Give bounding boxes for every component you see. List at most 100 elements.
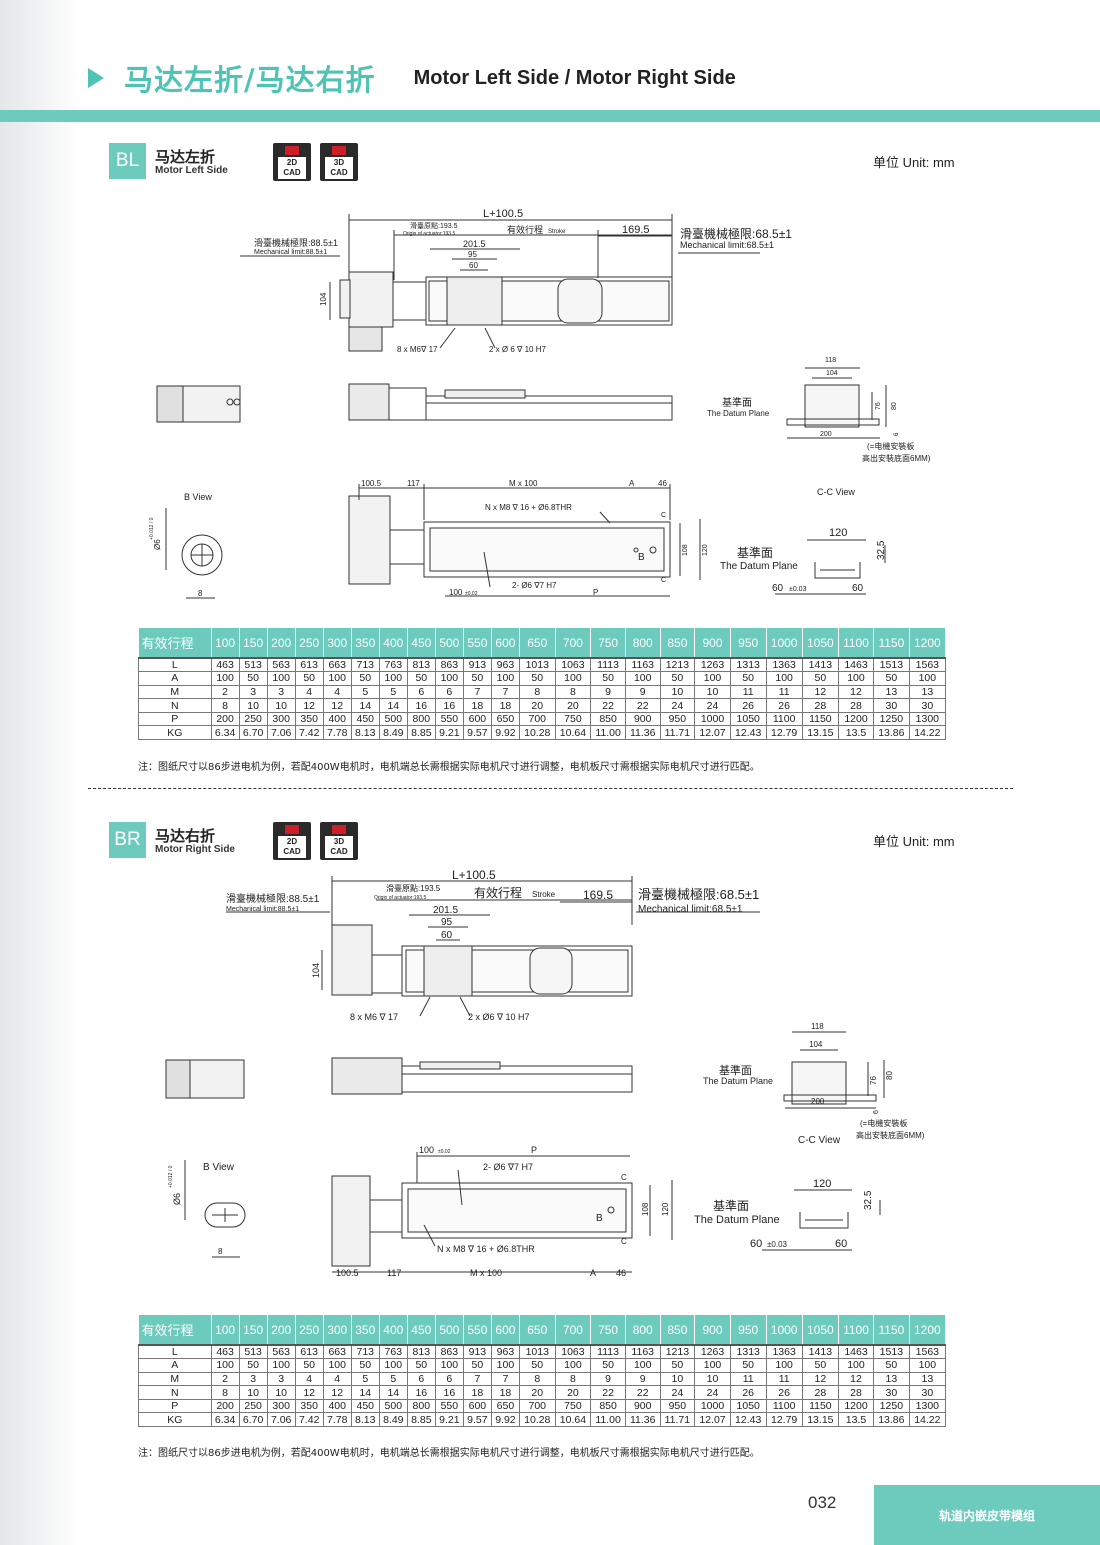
stroke-header-cell: 650 bbox=[519, 1315, 556, 1345]
table-cell: 1250 bbox=[873, 1398, 910, 1414]
svg-text:滑臺機械極限:88.5±1: 滑臺機械極限:88.5±1 bbox=[226, 892, 320, 905]
table-cell: 10 bbox=[659, 1371, 696, 1387]
svg-text:95: 95 bbox=[441, 917, 453, 928]
svg-text:Mechanical limit:68.5±1: Mechanical limit:68.5±1 bbox=[680, 240, 774, 250]
table-cell: 50 bbox=[801, 1358, 839, 1373]
table-cell: 6 bbox=[434, 1371, 464, 1387]
table-cell: 50 bbox=[590, 1358, 626, 1373]
stroke-header-cell: 600 bbox=[491, 628, 520, 658]
table-cell: 913 bbox=[462, 1344, 492, 1360]
svg-text:8 x M6 ∇ 17: 8 x M6 ∇ 17 bbox=[350, 1012, 398, 1022]
svg-text:基準面: 基準面 bbox=[737, 545, 773, 560]
stroke-header-cell: 700 bbox=[555, 1315, 592, 1345]
svg-text:C: C bbox=[661, 577, 666, 584]
svg-text:60: 60 bbox=[772, 583, 784, 594]
table-cell: 713 bbox=[350, 1344, 380, 1360]
table-cell: 8.49 bbox=[378, 1412, 408, 1428]
table-cell: 6 bbox=[406, 1371, 436, 1387]
svg-text:169.5: 169.5 bbox=[583, 888, 613, 902]
svg-text:滑臺機械極限:68.5±1: 滑臺機械極限:68.5±1 bbox=[638, 887, 759, 902]
table-cell: 3 bbox=[238, 1371, 268, 1387]
row-label: L bbox=[138, 1344, 212, 1360]
drawing-motor-left-side: L+100.5 滑臺原點:193.5 Origin of actuator:19… bbox=[149, 208, 931, 599]
table-cell: 300 bbox=[266, 1398, 296, 1414]
svg-text:117: 117 bbox=[387, 1268, 401, 1278]
note-bl: 注：图纸尺寸以86步进电机为例，若配400W电机时，电机端总长需根据实际电机尺寸… bbox=[138, 762, 760, 773]
table-cell: 11.36 bbox=[624, 1412, 661, 1428]
svg-text:100.5: 100.5 bbox=[336, 1268, 359, 1278]
stroke-header-cell: 750 bbox=[590, 1315, 626, 1345]
table-cell: 6.34 bbox=[210, 1412, 240, 1428]
svg-text:200: 200 bbox=[820, 431, 832, 438]
floppy-disk-icon bbox=[285, 825, 299, 834]
table-cell: 22 bbox=[624, 1385, 661, 1400]
stroke-header-cell: 350 bbox=[351, 628, 380, 658]
svg-text:76: 76 bbox=[875, 402, 882, 410]
stroke-header-cell: 1200 bbox=[909, 628, 947, 658]
table-cell: 12.79 bbox=[765, 1412, 803, 1428]
svg-text:The Datum Plane: The Datum Plane bbox=[707, 409, 770, 418]
table-cell: 50 bbox=[462, 1358, 492, 1373]
svg-text:201.5: 201.5 bbox=[463, 239, 486, 249]
table-cell: 13.86 bbox=[873, 1412, 910, 1428]
table-cell: 6.70 bbox=[238, 1412, 268, 1428]
table-cell: 12.07 bbox=[694, 1412, 731, 1428]
svg-text:基準面: 基準面 bbox=[713, 1198, 749, 1213]
svg-text:滑臺機械極限:68.5±1: 滑臺機械極限:68.5±1 bbox=[680, 226, 792, 241]
header-arrow-icon bbox=[88, 68, 104, 88]
stroke-header-cell: 100 bbox=[211, 628, 240, 658]
stroke-header-cell: 1050 bbox=[802, 628, 839, 658]
table-cell: 10 bbox=[238, 1385, 268, 1400]
table-cell: 463 bbox=[210, 1344, 240, 1360]
table-cell: 400 bbox=[322, 1398, 352, 1414]
floppy-disk-icon bbox=[332, 825, 346, 834]
svg-text:The Datum Plane: The Datum Plane bbox=[720, 561, 798, 572]
section-title-en-bl: Motor Left Side bbox=[155, 165, 228, 176]
svg-text:±0.02: ±0.02 bbox=[438, 1149, 451, 1155]
table-cell: 763 bbox=[378, 1344, 408, 1360]
svg-text:118: 118 bbox=[825, 357, 836, 364]
table-cell: 50 bbox=[294, 1358, 324, 1373]
stroke-header-cell: 800 bbox=[625, 628, 661, 658]
table-cell: 12 bbox=[294, 1385, 324, 1400]
table-cell: 8.13 bbox=[350, 1412, 380, 1428]
table-cell: 14 bbox=[378, 1385, 408, 1400]
svg-text:L+100.5: L+100.5 bbox=[452, 868, 496, 882]
table-cell: 100 bbox=[624, 1358, 661, 1373]
table-cell: 16 bbox=[434, 1385, 464, 1400]
table-cell: 8 bbox=[210, 1385, 240, 1400]
table-cell: 100 bbox=[908, 1358, 947, 1373]
table-cell: 26 bbox=[765, 1385, 803, 1400]
svg-text:Ø6: Ø6 bbox=[172, 1193, 182, 1205]
table-cell: 4 bbox=[322, 1371, 352, 1387]
svg-text:(=电機安裝板: (=电機安裝板 bbox=[860, 1118, 907, 1128]
table-cell: 700 bbox=[518, 1398, 556, 1414]
svg-text:60: 60 bbox=[852, 583, 864, 594]
stroke-header-cell: 900 bbox=[694, 628, 731, 658]
stroke-header-cell: 300 bbox=[323, 1315, 352, 1345]
unit-label-bl: 单位 Unit: mm bbox=[873, 155, 955, 170]
stroke-header-cell: 250 bbox=[295, 1315, 324, 1345]
table-cell: 10.64 bbox=[554, 725, 592, 741]
table-cell: 850 bbox=[590, 1398, 626, 1414]
stroke-header-cell: 450 bbox=[407, 1315, 436, 1345]
svg-text:L+100.5: L+100.5 bbox=[483, 208, 523, 220]
table-cell: 863 bbox=[434, 1344, 464, 1360]
table-cell: 9 bbox=[590, 1371, 626, 1387]
svg-text:60: 60 bbox=[835, 1238, 847, 1250]
table-cell: 50 bbox=[518, 1358, 556, 1373]
table-cell: 3 bbox=[266, 1371, 296, 1387]
svg-text:高出安裝底面6MM): 高出安裝底面6MM) bbox=[862, 453, 931, 463]
header-title-cn: 马达左折/马达右折 bbox=[124, 63, 376, 97]
table-cell: 11 bbox=[765, 1371, 803, 1387]
table-cell: 13.15 bbox=[801, 725, 839, 741]
svg-text:C: C bbox=[621, 1173, 627, 1182]
svg-text:8: 8 bbox=[198, 589, 203, 598]
unit-label-br: 单位 Unit: mm bbox=[873, 834, 955, 849]
